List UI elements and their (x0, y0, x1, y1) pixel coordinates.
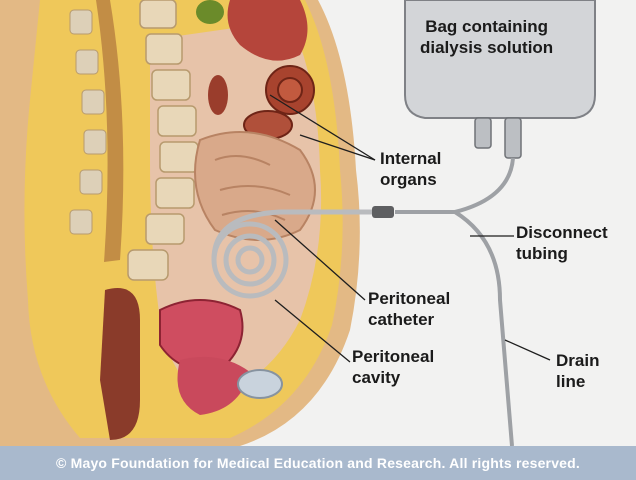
anatomy-illustration (0, 0, 596, 446)
label-peritoneal-cavity: Peritoneal cavity (352, 347, 435, 387)
uterus (177, 356, 250, 415)
bag-port-left (474, 117, 492, 149)
label-drain-line: Drain line (556, 351, 600, 391)
vertebral-processes (69, 9, 107, 235)
green-organ (196, 0, 224, 24)
label-internal-organs: Internal organs (380, 149, 442, 189)
drain-line (453, 210, 514, 446)
bag-port-right (504, 117, 522, 159)
label-peritoneal-catheter: Peritoneal catheter (368, 289, 451, 329)
pelvic-bone (237, 369, 283, 399)
kidney (208, 75, 228, 115)
solution-bag (404, 0, 596, 119)
spine (127, 0, 199, 281)
label-disconnect-tubing: Disconnect tubing (516, 223, 608, 263)
leader-lines (269, 94, 551, 363)
spinal-cord (96, 0, 124, 262)
catheter-line (211, 209, 380, 259)
catheter-coil (211, 221, 289, 299)
copyright-footer: © Mayo Foundation for Medical Education … (0, 446, 636, 480)
label-bag: Bag containing dialysis solution (420, 17, 554, 57)
catheter-connector (372, 206, 394, 218)
stomach (227, 0, 308, 61)
rectum (100, 288, 140, 440)
